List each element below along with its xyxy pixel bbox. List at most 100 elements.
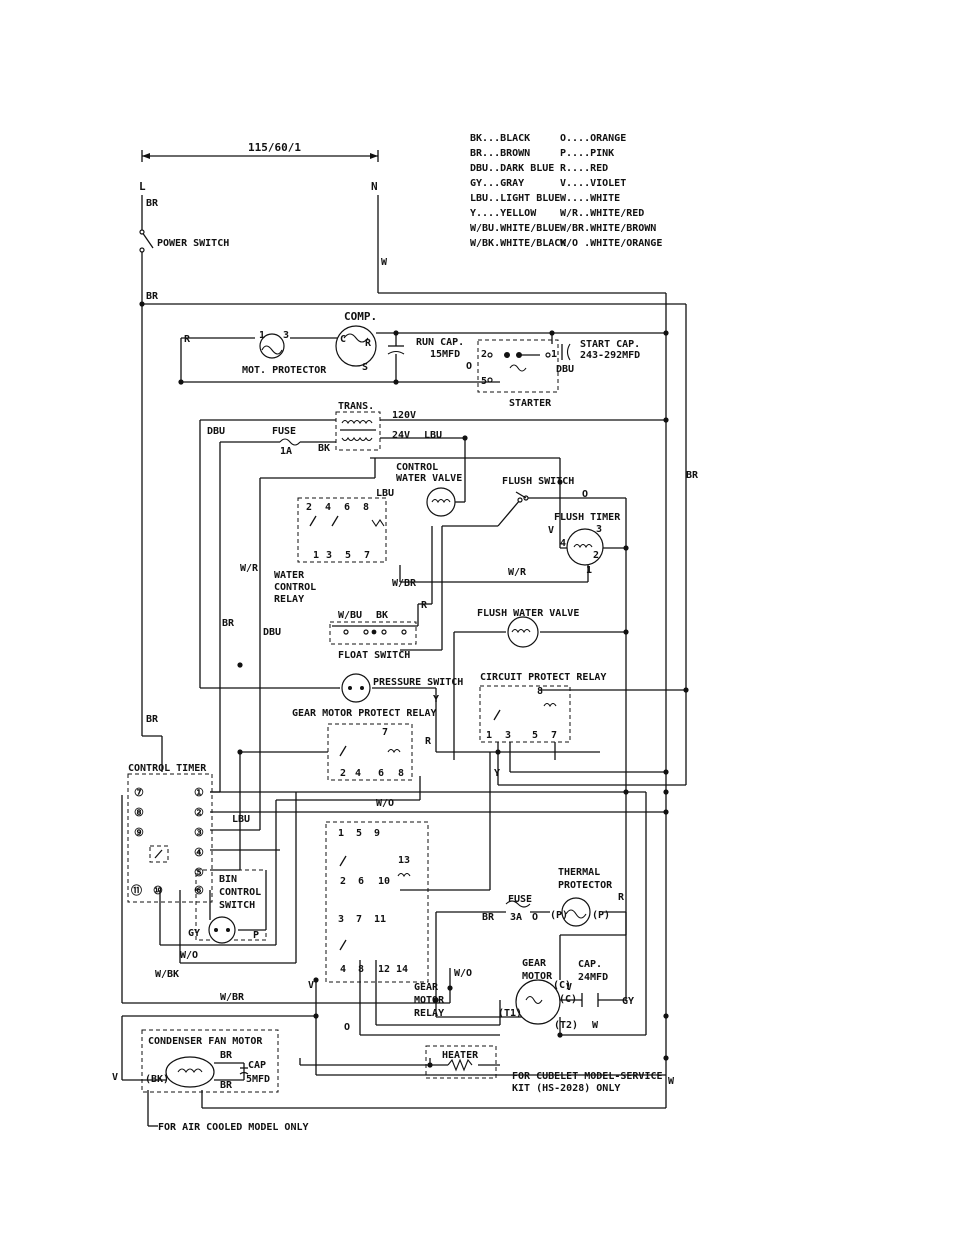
ct-terminal-4: ④ [194,846,204,859]
gear-motor-label-1: GEAR [522,958,547,969]
gear-motor-label-2: MOTOR [522,971,553,982]
gear-motor-capacitor: CAP. 24MFD [578,959,608,1007]
gmpr-terminal-2: 2 [340,768,346,779]
wcr-label-1: WATER [274,570,305,581]
wire-label-lbu-3: LBU [232,814,250,825]
flush-timer-terminal-2: 2 [593,550,599,561]
pressure-switch: PRESSURE SWITCH [341,673,463,703]
wire-label-wr-2: W/R [240,563,259,574]
wire-label-p-1: P [253,930,259,941]
circuit-protect-relay: 8 1 3 5 7 CIRCUIT PROTECT RELAY [479,672,606,743]
transformer: TRANS. 120V 24V [335,401,416,451]
gear-motor-cap-label: CAP. [578,959,602,970]
legend-row-5-a: LBU..LIGHT BLUE [470,193,560,204]
ct-terminal-10: ⑩ [153,884,163,897]
wire-label-wo-3: W/O [454,968,472,979]
control-water-valve-label-2: WATER VALVE [396,473,462,484]
wire-label-br-3: BR [686,470,699,481]
run-capacitor: RUN CAP. 15MFD [387,333,464,382]
wire-label-gy-1: GY [188,928,200,939]
cpr-terminal-5: 5 [532,730,538,741]
legend-row-3-a: DBU..DARK BLUE [470,163,554,174]
heater-label: HEATER [442,1050,479,1061]
wcr-terminal-7: 7 [364,550,370,561]
control-water-valve: CONTROL WATER VALVE [396,458,466,517]
gear-motor-terminal-t1: (T1) [498,1008,522,1019]
gmpr-terminal-4: 4 [355,768,361,779]
start-capacitor: START CAP. 243-292MFD [551,333,640,361]
legend-row-7-b: W/BR.WHITE/BROWN [560,223,656,234]
compressor-terminal-c: C [340,334,346,345]
heater: HEATER FOR CUBELET MODEL-SERVICE KIT (HS… [425,1045,663,1094]
water-control-relay: 2 4 6 8 1 3 5 7 WATER CONTROL RELAY [274,497,387,605]
float-switch: FLOAT SWITCH [329,621,417,661]
wire-label-wo-1: W/O [376,798,394,809]
condenser-fan-terminal-bk: (BK) [145,1074,169,1085]
ct-terminal-8: ⑧ [134,806,144,819]
wire-label-wbu-1: W/BU [338,610,362,621]
wire-label-br-8: BR [220,1080,233,1091]
cubelet-note-2: KIT (HS-2028) ONLY [512,1083,620,1094]
compressor-label: COMP. [344,310,377,323]
condenser-fan-motor: CONDENSER FAN MOTOR (BK) CAP 5MFD [141,1029,279,1093]
wire-label-v-2: V [308,980,314,991]
legend-row-7-a: W/BU.WHITE/BLUE [470,223,560,234]
fan-cap-value: 5MFD [246,1074,270,1085]
thermal-protector-terminal-p-left: (P) [550,910,568,921]
wire-label-br-5: BR [146,714,159,725]
gmr-terminal-3: 3 [338,914,344,925]
wire-label-r-4: R [618,892,625,903]
gmr-terminal-5: 5 [356,828,362,839]
fuse-1a-label: FUSE [272,426,296,437]
gmpr-terminal-8: 8 [398,768,404,779]
wire-label-wbr-2: W/BR [220,992,245,1003]
wire-label-bk-1: BK [318,443,330,454]
wcr-terminal-4: 4 [325,502,331,513]
flush-timer-terminal-4: 4 [560,538,566,549]
neutral-label: N [371,180,378,193]
fan-cap-label: CAP [248,1060,266,1071]
power-switch-label: POWER SWITCH [157,238,229,249]
wire-label-wr-1: W/R [508,567,527,578]
run-cap-label: RUN CAP. [416,337,464,348]
wire-color-labels: BR BR W BR R DBU BK LBU LBU O V W/R W/R … [112,198,699,1091]
ct-terminal-6: ⑥ [194,884,204,897]
bin-control-switch: BIN CONTROL SWITCH [195,869,267,944]
run-cap-value: 15MFD [430,349,460,360]
wcr-terminal-2: 2 [306,502,312,513]
starter: 2 1 5 O DBU STARTER [466,339,574,409]
legend-row-1-a: BK...BLACK [470,133,530,144]
gmr-terminal-10: 10 [378,876,390,887]
gmpr-label: GEAR MOTOR PROTECT RELAY [292,708,437,719]
fuse-3a-value: 3A [510,912,522,923]
condenser-fan-motor-label: CONDENSER FAN MOTOR [148,1036,263,1047]
legend-row-5-b: W....WHITE [560,193,620,204]
gmr-terminal-8: 8 [358,964,364,975]
gmr-terminal-7: 7 [356,914,362,925]
legend-row-8-b: W/O .WHITE/ORANGE [560,238,662,249]
flush-timer-terminal-1: 1 [586,565,592,576]
legend-row-8-a: W/BK.WHITE/BLACK [470,238,566,249]
fuse-1a: FUSE 1A [272,426,301,457]
line-label: L [139,180,146,193]
control-water-valve-label-1: CONTROL [396,462,438,473]
gmr-label-1: GEAR [414,982,439,993]
ct-terminal-5: ⑤ [194,866,204,879]
fuse-1a-value: 1A [280,446,292,457]
legend-row-2-a: BR...BROWN [470,148,530,159]
wire-label-v-4: V [112,1072,118,1083]
ct-terminal-9: ⑨ [134,826,144,839]
gmr-terminal-11: 11 [374,914,386,925]
color-legend: BK...BLACK O....ORANGE BR...BROWN P....P… [470,133,662,249]
wcr-terminal-3: 3 [326,550,332,561]
wire-label-wo-2: W/O [180,950,198,961]
legend-row-3-b: R....RED [560,163,608,174]
gmr-terminal-2: 2 [340,876,346,887]
starter-wire-dbu: DBU [556,364,574,375]
start-cap-label: START CAP. [580,339,640,350]
gear-motor-cap-value: 24MFD [578,972,608,983]
wire-label-lbu-1: LBU [424,430,442,441]
gmr-label-2: MOTOR [414,995,445,1006]
starter-label: STARTER [509,398,552,409]
transformer-label: TRANS. [338,401,374,412]
